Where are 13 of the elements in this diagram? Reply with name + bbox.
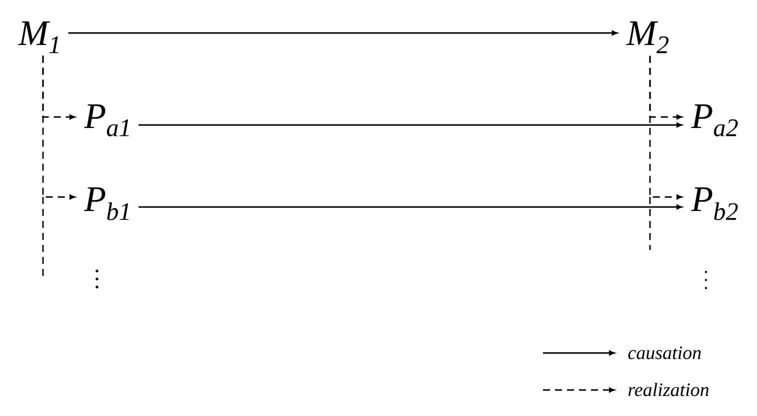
arrow	[68, 30, 618, 36]
arrow	[42, 56, 76, 200]
math-symbol: P$_{b1}$	[84, 187, 129, 220]
arrow	[649, 56, 682, 200]
math-symbol: P$_{b2}$	[690, 187, 738, 220]
math-symbol: M$_{1}$	[18, 21, 58, 54]
math-symbol: P$_{a2}$	[690, 104, 738, 136]
legend-text: realization	[628, 382, 709, 396]
arrow	[138, 122, 682, 128]
arrow	[138, 204, 682, 210]
math-symbol: M$_{2}$	[626, 21, 668, 54]
legend-text: causation	[628, 346, 701, 360]
math-symbol: P$_{a1}$	[84, 104, 129, 136]
